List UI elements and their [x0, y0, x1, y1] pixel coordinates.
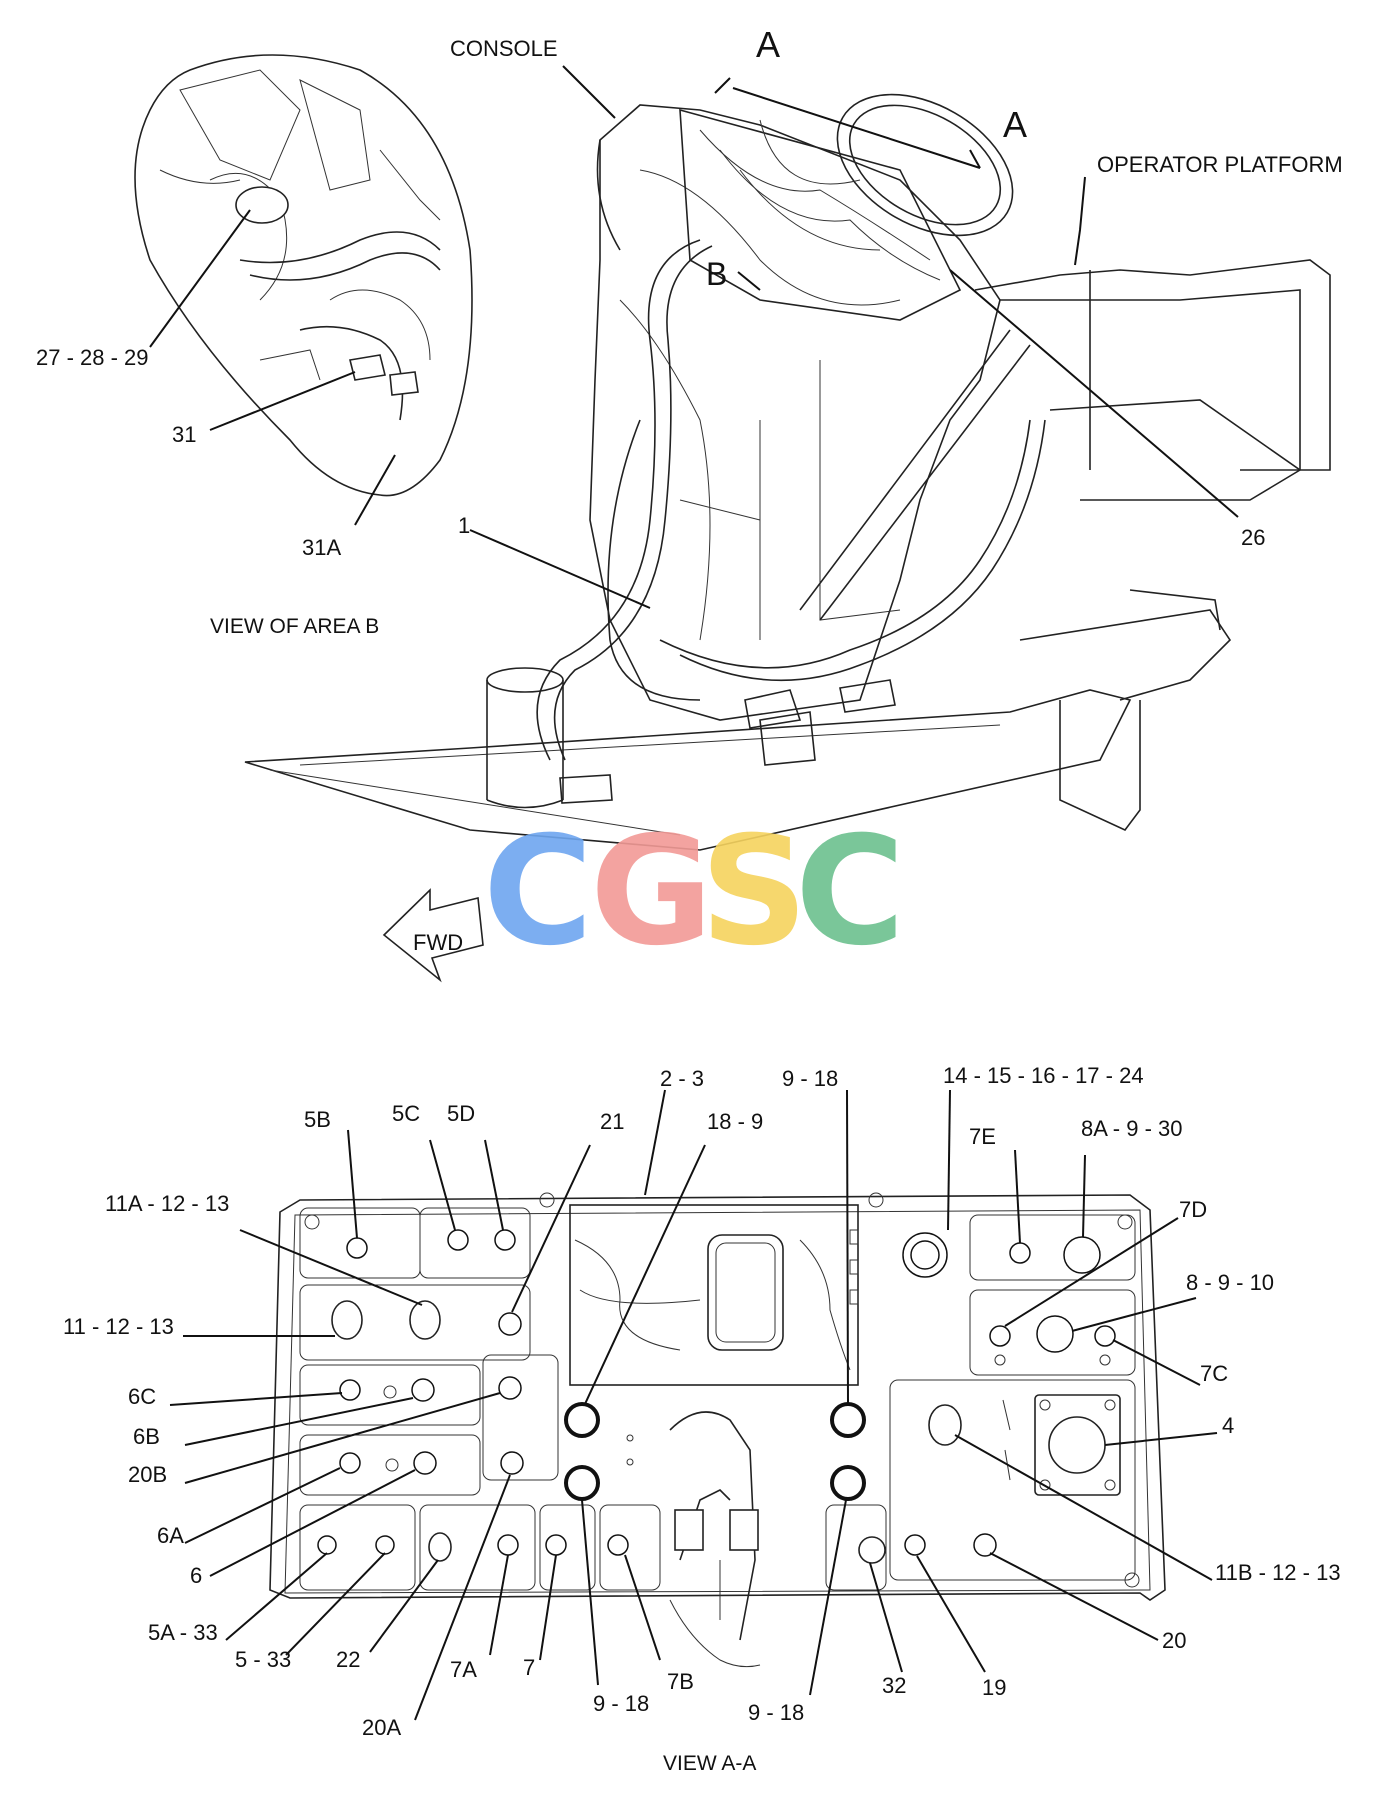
callout-19: 19 [982, 1675, 1006, 1700]
callout-18-9: 18 - 9 [707, 1109, 763, 1134]
callout-7e: 7E [969, 1124, 996, 1149]
callout-14-15-16-17-24: 14 - 15 - 16 - 17 - 24 [943, 1063, 1144, 1088]
callout-console: CONSOLE [450, 36, 558, 61]
callout-5-33: 5 - 33 [235, 1647, 291, 1672]
callout-7a: 7A [450, 1657, 477, 1682]
callout-9-18-bottom-right: 9 - 18 [748, 1700, 804, 1725]
callout-20: 20 [1162, 1628, 1186, 1653]
watermark-letter-s: S [700, 805, 808, 979]
callout-6c: 6C [128, 1384, 156, 1409]
watermark-letter-g: G [590, 805, 713, 979]
panel-leaders [169, 1089, 1218, 1721]
callout-operator-platform: OPERATOR PLATFORM [1097, 152, 1343, 177]
upper-leaders [149, 65, 1239, 609]
callout-2-3: 2 - 3 [660, 1066, 704, 1091]
callout-32: 32 [882, 1673, 906, 1698]
callout-5d: 5D [447, 1101, 475, 1126]
callout-20b: 20B [128, 1462, 167, 1487]
callout-5a-33: 5A - 33 [148, 1620, 218, 1645]
fwd-label: FWD [413, 930, 463, 955]
fwd-arrow: FWD [382, 888, 484, 983]
cgsc-watermark: C G S C [483, 805, 905, 979]
callout-31: 31 [172, 422, 196, 447]
callout-8a-9-30: 8A - 9 - 30 [1081, 1116, 1183, 1141]
callout-section-a-left: A [756, 24, 780, 65]
callout-20a: 20A [362, 1715, 401, 1740]
callout-7c: 7C [1200, 1361, 1228, 1386]
callout-area-b: B [706, 256, 727, 292]
callout-11a-12-13: 11A - 12 - 13 [105, 1191, 229, 1216]
watermark-letter-c1: C [483, 805, 593, 979]
callout-1: 1 [458, 513, 470, 538]
callout-11-12-13: 11 - 12 - 13 [63, 1314, 174, 1339]
callout-5c: 5C [392, 1101, 420, 1126]
callout-4: 4 [1222, 1413, 1234, 1438]
callout-22: 22 [336, 1647, 360, 1672]
watermark-letter-c2: C [795, 805, 905, 979]
upper-callouts: CONSOLE A A OPERATOR PLATFORM B 27 - 28 … [36, 24, 1343, 638]
callout-27-28-29: 27 - 28 - 29 [36, 345, 149, 370]
callout-5b: 5B [304, 1107, 331, 1132]
callout-7b: 7B [667, 1669, 694, 1694]
callout-11b-12-13: 11B - 12 - 13 [1215, 1560, 1341, 1585]
callout-6a: 6A [157, 1523, 184, 1548]
callout-9-18-top: 9 - 18 [782, 1066, 838, 1091]
console-platform-drawing [244, 93, 1331, 851]
caption-view-area-b: VIEW OF AREA B [210, 615, 379, 638]
callout-6: 6 [190, 1563, 202, 1588]
caption-view-a-a: VIEW A-A [663, 1752, 756, 1775]
callout-21: 21 [600, 1109, 624, 1134]
callout-9-18-bottom-left: 9 - 18 [593, 1691, 649, 1716]
callout-7: 7 [523, 1655, 535, 1680]
instrument-panel-drawing [269, 1192, 1166, 1668]
callout-31a: 31A [302, 535, 341, 560]
callout-26: 26 [1241, 525, 1265, 550]
callout-section-a-right: A [1003, 104, 1027, 145]
callout-7d: 7D [1179, 1197, 1207, 1222]
callout-6b: 6B [133, 1424, 160, 1449]
callout-8-9-10: 8 - 9 - 10 [1186, 1270, 1274, 1295]
panel-callouts: 2 - 3 9 - 18 14 - 15 - 16 - 17 - 24 5B 5… [63, 1063, 1341, 1775]
